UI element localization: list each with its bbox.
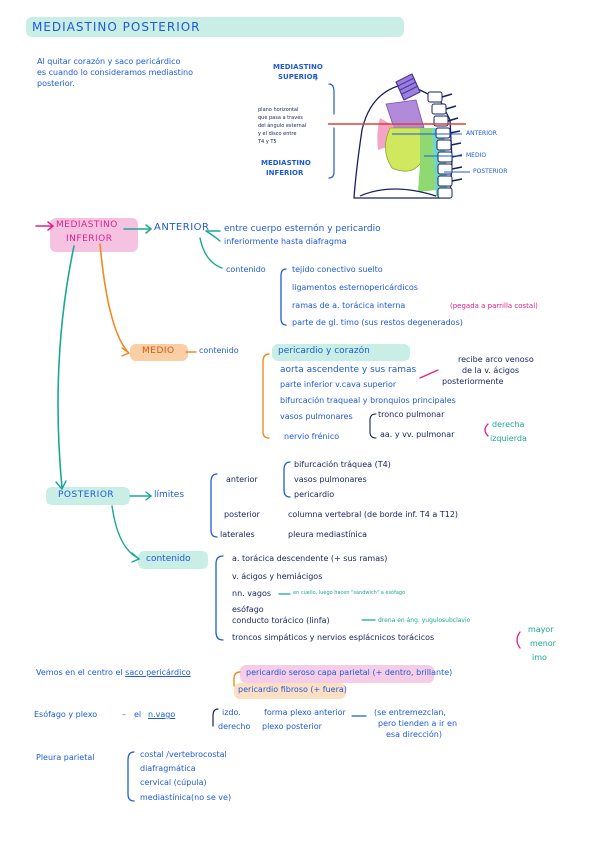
medio-item-4: bifurcación traqueal y bronquios princip… — [280, 396, 456, 405]
posterior-item-3: nn. vagos — [232, 589, 272, 598]
medio-contenido-label: contenido — [199, 346, 239, 355]
pleura-lead: Pleura parietal — [36, 753, 95, 762]
anterior-item-4: parte de gl. timo (sus restos degenerado… — [292, 318, 463, 327]
posterior-item-6: troncos simpáticos y nervios esplácnicos… — [232, 633, 435, 642]
plane-note-3: del ángulo esternal — [258, 123, 307, 129]
fibroso-highlight — [234, 683, 346, 699]
limites-posterior-label: posterior — [224, 510, 260, 519]
contenido-highlight — [138, 551, 208, 569]
anterior-note-pink: (pegada a parrilla costal) — [450, 302, 538, 310]
pleura-item-1: costal /vertebrocostal — [140, 750, 227, 759]
intro-line-3: posterior. — [37, 79, 75, 88]
posterior-item-1: a. torácica descendente (+ sus ramas) — [232, 554, 388, 563]
thorax-diagram — [328, 73, 470, 199]
esofago-vago: n.vago — [148, 710, 176, 719]
splanchnic-menor: menor — [530, 639, 556, 648]
posterior-item-4: esófago — [232, 605, 264, 614]
saco-lead-text: Vemos en el centro el — [36, 668, 123, 677]
inferior-diagram-label-2: INFERIOR — [266, 169, 304, 177]
inferior-heading-2: INFERIOR — [66, 234, 113, 244]
limites-anterior-item-3: pericardio — [294, 490, 335, 499]
medio-item-2: aorta ascendente y sus ramas — [280, 365, 417, 375]
region-anterior-label: ANTERIOR — [466, 130, 497, 137]
saco-item-1: pericardio seroso capa parietal (+ dentr… — [246, 668, 453, 677]
medio-item-1: pericardio y corazón — [278, 346, 370, 356]
superior-label-2: SUPERIOR — [278, 73, 318, 81]
title-highlight — [26, 17, 404, 37]
plane-note-2: que pasa a través — [258, 115, 303, 121]
esofago-forma-2: plexo posterior — [262, 722, 322, 731]
region-medio-label: MEDIO — [466, 152, 487, 159]
limites-anterior-label: anterior — [226, 475, 258, 484]
saco-lead: Vemos en el centro el saco pericárdico — [36, 669, 191, 677]
cava-arrow-note: posteriormente — [442, 377, 504, 386]
medio-heading: MEDIO — [142, 346, 175, 356]
posterior-heading: POSTERIOR — [58, 490, 115, 500]
conducto-note: drena en áng. yugulosubclavio — [378, 617, 471, 624]
region-posterior-label: POSTERIOR — [473, 168, 508, 175]
esofago-forma-1: forma plexo anterior — [264, 708, 346, 717]
anterior-contenido-label: contenido — [226, 265, 266, 274]
splanchnic-mayor: mayor — [528, 625, 554, 634]
posterior-highlight — [46, 487, 130, 505]
posterior-contenido-heading: contenido — [146, 554, 191, 564]
pleura-item-4: mediastínica(no se ve) — [140, 793, 232, 802]
seroso-highlight — [240, 665, 434, 683]
esofago-side-izdo: izdo. — [222, 708, 241, 717]
pericardio-highlight — [272, 344, 410, 361]
vasos-sub-2: aa. y vv. pulmonar — [380, 430, 455, 439]
splanchnic-imo: imo — [532, 653, 547, 662]
medio-highlight — [130, 344, 188, 361]
limites-laterales-label: laterales — [220, 530, 255, 539]
plane-note-5: T4 y T5 — [258, 139, 277, 145]
limites-label: límites — [154, 490, 185, 500]
anterior-bound-2: inferiormente hasta diafragma — [224, 237, 347, 246]
inferior-diagram-label-1: MEDIASTINO — [261, 159, 311, 167]
plane-note-1: plano horizontal — [258, 107, 299, 113]
medio-item-3: parte inferior v.cava superior — [280, 380, 397, 389]
medio-item-6: nervio frénico — [284, 432, 340, 441]
esofago-side-derecho: derecho — [218, 722, 251, 731]
pleura-item-3: cervical (cúpula) — [140, 778, 207, 787]
anterior-heading: ANTERIOR — [154, 222, 210, 233]
plane-note-4: y el disco entre — [258, 131, 297, 137]
esofago-el: el — [134, 710, 142, 719]
anterior-item-2: ligamentos esternopericárdicos — [292, 283, 418, 292]
limites-anterior-item-1: bifurcación tráquea (T4) — [294, 460, 391, 469]
esofago-dash: – — [122, 710, 126, 719]
esofago-note-3: esa dirección) — [386, 730, 442, 739]
vasos-sub-1: tronco pulmonar — [378, 410, 445, 419]
cava-note-1: recibe arco venoso — [458, 355, 534, 364]
medio-item-5: vasos pulmonares — [280, 412, 353, 421]
esofago-note-1: (se entremezclan, — [374, 708, 446, 717]
cava-note-2: de la v. ácigos — [462, 366, 520, 375]
pleura-item-2: diafragmática — [140, 764, 196, 773]
superior-label-1: MEDIASTINO — [273, 63, 323, 71]
vagos-note: en cuello, luego hacen "sandwich" a esóf… — [293, 590, 406, 596]
limites-laterales-item: pleura mediastínica — [288, 530, 368, 539]
page-title: MEDIASTINO POSTERIOR — [32, 20, 201, 34]
esofago-note-2: pero tienden a ir en — [378, 719, 458, 728]
limites-anterior-item-2: vasos pulmonares — [294, 475, 367, 484]
anterior-item-1: tejido conectivo suelto — [292, 265, 383, 274]
inferior-highlight — [50, 218, 138, 252]
esofago-lead: Esófago y plexo — [34, 710, 98, 719]
anterior-item-3: ramas de a. torácica interna — [292, 301, 406, 310]
phrenic-left: izquierda — [490, 434, 527, 443]
inferior-heading-1: MEDIASTINO — [56, 220, 118, 230]
intro-line-2: es cuando lo consideramos mediastino — [37, 68, 194, 77]
posterior-item-5: conducto torácico (linfa) — [232, 616, 330, 625]
saco-lead-underlined: saco pericárdico — [125, 668, 191, 677]
phrenic-right: derecha — [492, 420, 525, 429]
anterior-bound-1: entre cuerpo esternón y pericardio — [224, 224, 381, 234]
intro-line-1: Al quitar corazón y saco pericárdico — [37, 57, 181, 66]
posterior-item-2: v. ácigos y hemiácigos — [232, 572, 323, 581]
limites-posterior-item: columna vertebral (de borde inf. T4 a T1… — [288, 510, 459, 519]
saco-item-2: pericardio fibroso (+ fuera) — [238, 685, 347, 694]
